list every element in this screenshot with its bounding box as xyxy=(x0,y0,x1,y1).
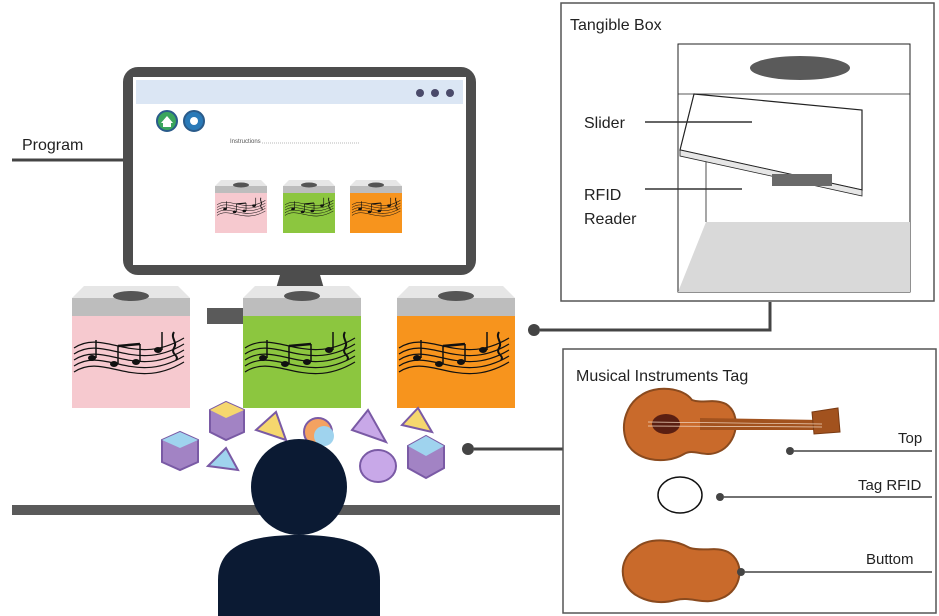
geometric-shape-icon[interactable] xyxy=(205,446,240,472)
monitor: Instructions xyxy=(123,67,476,292)
browser-bar xyxy=(136,80,463,104)
guitar-icon[interactable] xyxy=(622,387,841,462)
orange-music-cube[interactable] xyxy=(397,286,515,408)
geometric-shapes xyxy=(161,400,445,483)
program-label: Program xyxy=(22,137,83,154)
rfid-label-line2: Reader xyxy=(584,211,637,228)
instruments-connector-dot xyxy=(462,443,474,455)
rfid-reader-chip xyxy=(772,174,832,186)
top-label: Top xyxy=(898,430,922,447)
screen-cube-green[interactable] xyxy=(283,180,335,233)
rfid-label-line1: RFID xyxy=(584,187,621,204)
box-floor xyxy=(678,222,910,292)
geometric-shape-icon[interactable] xyxy=(407,434,445,480)
tag-rfid-label: Tag RFID xyxy=(858,477,922,494)
geometric-shape-icon[interactable] xyxy=(209,400,245,442)
tangible-box-connector-dot xyxy=(528,324,540,336)
tangible-box-panel: Tangible Box Slider RFID Reader xyxy=(560,2,935,302)
tangible-box-connector-line xyxy=(540,302,772,332)
guitar-bottom-icon[interactable] xyxy=(621,539,741,603)
window-dot-icon[interactable] xyxy=(446,89,454,97)
geometric-shape-icon[interactable] xyxy=(161,430,199,472)
monitor-frame xyxy=(123,67,476,275)
window-dot-icon[interactable] xyxy=(416,89,424,97)
screen-cube-orange[interactable] xyxy=(350,180,402,233)
musical-instruments-title: Musical Instruments Tag xyxy=(576,368,748,385)
rfid-tag-icon[interactable] xyxy=(657,476,703,514)
pink-music-cube[interactable] xyxy=(72,286,190,408)
tangible-box-title: Tangible Box xyxy=(570,17,662,34)
musical-instruments-panel: Musical Instruments Tag Top Tag RFID But… xyxy=(562,348,937,614)
geometric-shape-icon[interactable] xyxy=(400,406,435,434)
person-icon xyxy=(218,439,380,616)
box-top-opening xyxy=(750,56,850,80)
geometric-shape-icon[interactable] xyxy=(359,449,397,483)
green-music-cube[interactable] xyxy=(243,286,361,408)
slider-label: Slider xyxy=(584,115,626,132)
screen-cube-pink[interactable] xyxy=(215,180,267,233)
window-dot-icon[interactable] xyxy=(431,89,439,97)
geometric-shape-icon[interactable] xyxy=(350,408,389,444)
buttom-label: Buttom xyxy=(866,551,914,568)
geometric-shape-icon[interactable] xyxy=(254,410,288,442)
screen-caption: Instructions xyxy=(230,139,261,145)
